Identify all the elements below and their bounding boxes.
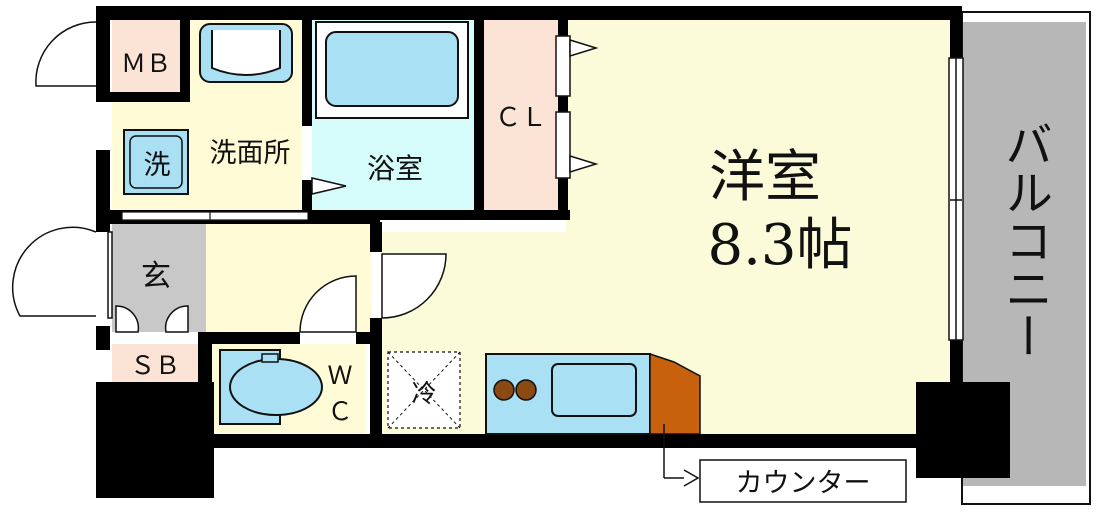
mb-label: ＭＢ: [121, 49, 171, 78]
toilet-fixture: [219, 349, 323, 425]
counter-callout: [663, 424, 907, 503]
toilet-label-c: Ｃ: [327, 397, 352, 426]
counter-extension: [649, 352, 701, 435]
burner-icon: [493, 379, 515, 401]
kitchen-counter: [485, 352, 701, 435]
western-room-label: 洋室: [709, 145, 821, 210]
fridge-space: [387, 351, 461, 429]
sliding-door-icon: [555, 35, 599, 179]
sliding-door-icon: [121, 211, 309, 221]
shoe-box: [112, 344, 198, 382]
door-swing-icon: [11, 21, 113, 319]
washroom-label: 洗面所: [210, 138, 291, 169]
interior-doors: [115, 177, 447, 333]
kitchen-sink: [551, 363, 637, 417]
door-swing-icon: [381, 253, 447, 319]
fridge-label: 冷: [411, 379, 436, 408]
burner-icon: [515, 379, 537, 401]
western-room-size: 8.3帖: [707, 213, 852, 278]
balcony-label: バルコニー: [996, 120, 1052, 360]
door-swing-icon: [164, 305, 189, 333]
toilet-label-w: Ｗ: [327, 361, 352, 390]
washer-fixture: [123, 129, 189, 195]
counter-label: カウンター: [736, 468, 871, 499]
walls: [96, 6, 1010, 498]
closet-room: [482, 20, 558, 212]
washer-label: 洗: [144, 150, 171, 181]
door-swing-icon: [299, 275, 357, 333]
door-swing-icon: [115, 305, 140, 333]
closet-label: ＣＬ: [495, 103, 547, 133]
entrance-label: 玄: [141, 259, 171, 294]
window-icon: [948, 57, 964, 341]
bathtub-fixture: [315, 21, 469, 119]
shoe-box-label: ＳＢ: [130, 351, 180, 380]
sink-fixture: [199, 23, 293, 83]
mb-room: [112, 20, 180, 92]
bath-label: 浴室: [367, 152, 423, 185]
door-swing-icon: [311, 177, 347, 195]
